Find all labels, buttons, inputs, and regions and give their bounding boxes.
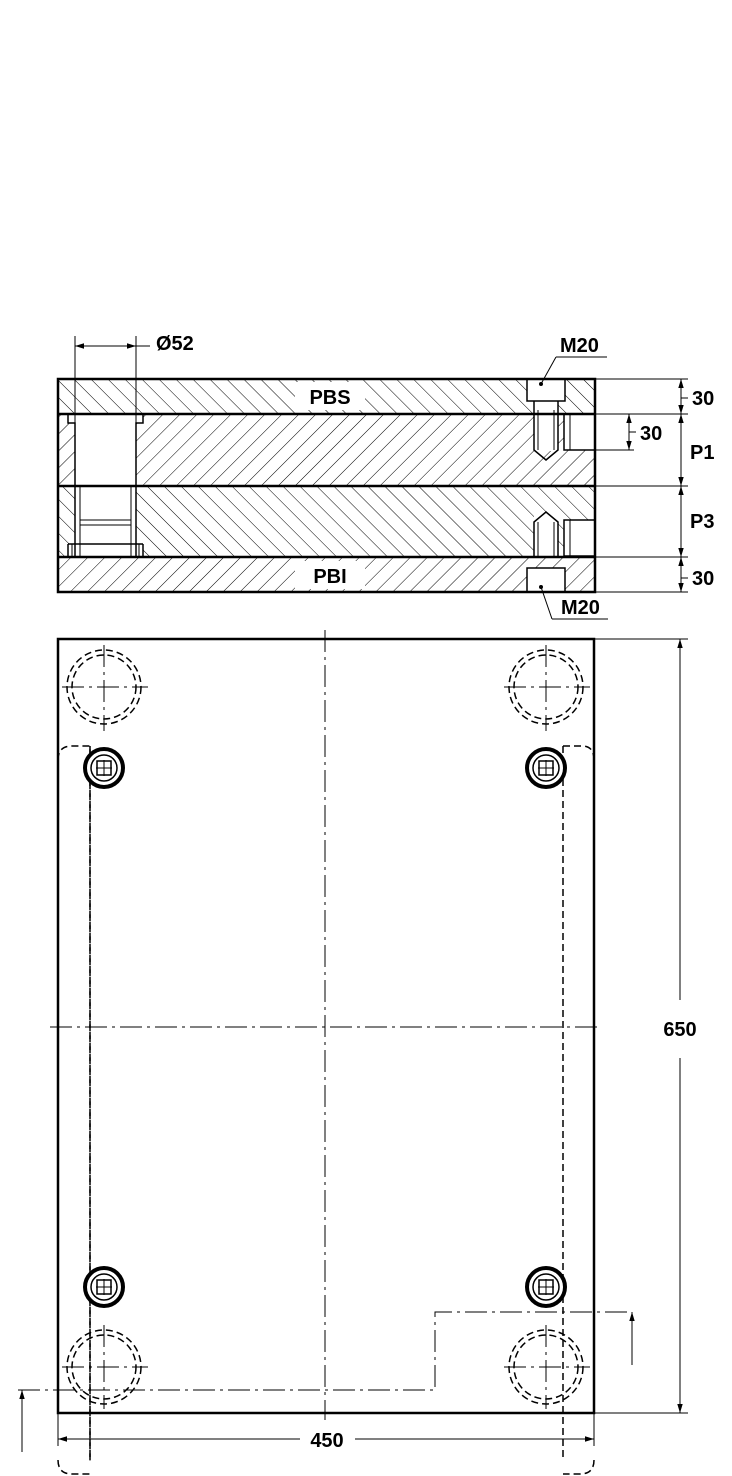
upper-middle-plate-section bbox=[58, 414, 595, 486]
width-dimension: 450 bbox=[310, 1430, 343, 1452]
guide-hole-bottom-left bbox=[62, 1325, 148, 1409]
guide-bushing bbox=[67, 414, 144, 557]
hidden-pocket-outline bbox=[57, 745, 595, 1462]
thread-top-label: M20 bbox=[560, 335, 599, 357]
lower-middle-plate-section bbox=[58, 486, 595, 557]
guide-hole-top-right bbox=[504, 645, 590, 731]
dim-bottom-thickness: 30 bbox=[692, 568, 714, 590]
plate-p1-label: P1 bbox=[690, 442, 714, 464]
side-view: Ø52 PBS PBI M20 M20 30 30 P1 P3 30 bbox=[56, 333, 714, 620]
screw-bottom-left bbox=[83, 1266, 125, 1308]
dim-top-thickness: 30 bbox=[692, 388, 714, 410]
plate-p3-label: P3 bbox=[690, 511, 714, 533]
screw-bottom-right bbox=[525, 1266, 567, 1308]
plate-outline bbox=[56, 637, 596, 1415]
bottom-plate-label: PBI bbox=[313, 566, 346, 588]
plan-view: 650 450 bbox=[18, 630, 697, 1475]
guide-hole-bottom-right bbox=[504, 1325, 590, 1409]
thread-bottom-label: M20 bbox=[561, 597, 600, 619]
section-cutting-plane bbox=[18, 1311, 632, 1391]
diameter-label: Ø52 bbox=[156, 333, 194, 355]
dim-port-offset: 30 bbox=[640, 423, 662, 445]
guide-hole-top-left bbox=[62, 645, 148, 731]
screw-top-right bbox=[525, 747, 567, 789]
height-dimension: 650 bbox=[663, 1019, 696, 1041]
screw-top-left bbox=[83, 747, 125, 789]
top-plate-label: PBS bbox=[309, 387, 350, 409]
